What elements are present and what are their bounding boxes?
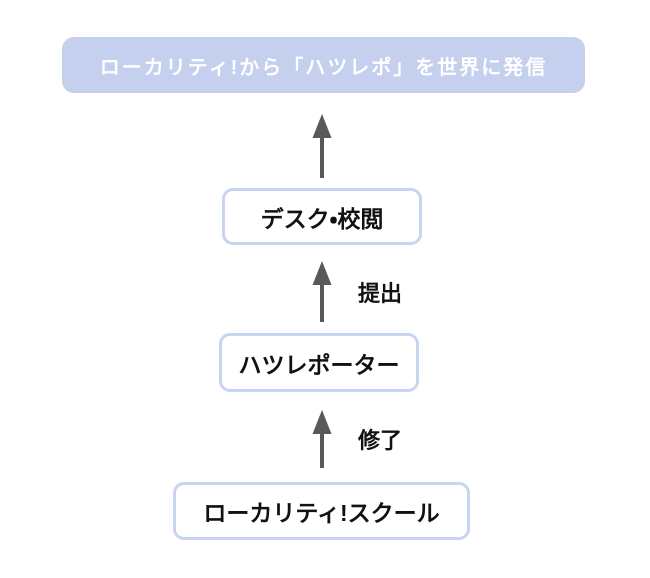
node-hatsu-reporter: ハツレポーター [219, 333, 419, 392]
goal-banner-label: ローカリティ!から「ハツレポ」を世界に発信 [99, 56, 548, 79]
goal-banner: ローカリティ!から「ハツレポ」を世界に発信 [62, 37, 585, 93]
arrow-complete: 修了 [312, 410, 402, 468]
arrow-submit-label: 提出 [358, 280, 403, 306]
arrow-to-banner [312, 114, 332, 178]
node-locality-school: ローカリティ!スクール [173, 482, 470, 540]
node-desk-proofreading-label: デスク・校閲 [260, 205, 384, 232]
arrow-complete-label: 修了 [358, 428, 403, 453]
up-arrow-icon [312, 261, 332, 322]
up-arrow-icon [312, 114, 332, 178]
node-hatsu-reporter-label: ハツレポーター [238, 351, 400, 378]
up-arrow-icon [312, 410, 332, 468]
arrow-submit: 提出 [312, 261, 402, 322]
node-locality-school-label: ローカリティ!スクール [203, 500, 440, 526]
node-desk-proofreading: デスク・校閲 [222, 188, 422, 245]
